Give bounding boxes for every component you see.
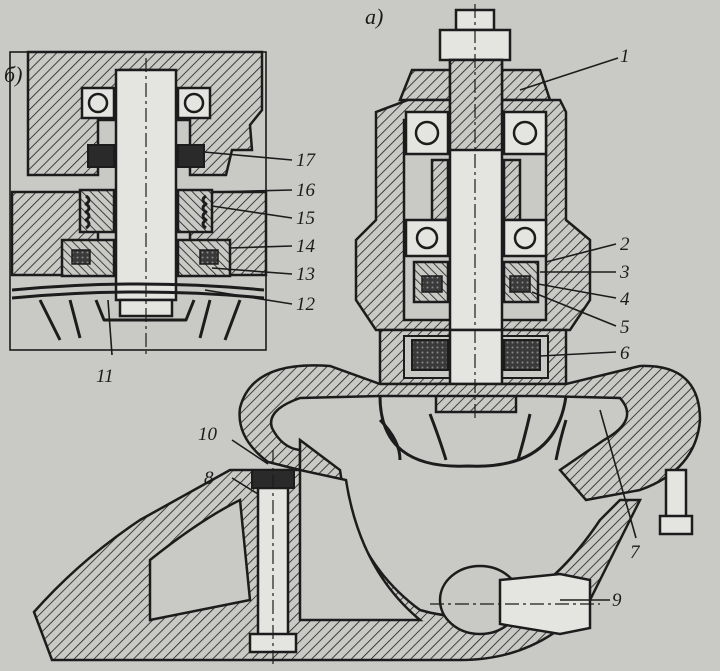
leader-7 bbox=[599, 409, 637, 539]
callout-4: 4 bbox=[620, 289, 630, 310]
leader-6 bbox=[539, 351, 617, 357]
view-a-packing-upper-left bbox=[421, 275, 443, 293]
view-b-impeller-blades bbox=[38, 299, 242, 341]
leader-12 bbox=[204, 289, 293, 305]
view-b-packing-right bbox=[199, 249, 219, 265]
callout-17: 17 bbox=[296, 150, 317, 171]
callout-15: 15 bbox=[296, 208, 315, 229]
leader-10 bbox=[231, 439, 269, 465]
callout-3: 3 bbox=[619, 262, 630, 283]
callout-12: 12 bbox=[296, 294, 316, 315]
view-a-upper-ball-right bbox=[512, 120, 538, 146]
callout-10: 10 bbox=[198, 424, 218, 445]
view-b-spring-left bbox=[84, 194, 91, 230]
view-a-upper-bearing-right bbox=[502, 110, 548, 156]
view-b-spring-right bbox=[201, 194, 208, 230]
view-b-seal-left bbox=[87, 144, 115, 168]
view-a-bolt-right-nut bbox=[658, 514, 694, 536]
leader-17 bbox=[203, 151, 293, 161]
view-label-a: a) bbox=[365, 4, 383, 29]
callout-11: 11 bbox=[96, 366, 114, 387]
callout-13: 13 bbox=[296, 264, 315, 285]
callout-5: 5 bbox=[620, 317, 630, 338]
callout-1: 1 bbox=[620, 46, 630, 67]
view-a-impeller-blades bbox=[378, 413, 568, 461]
leader-11 bbox=[107, 299, 113, 356]
callout-9: 9 bbox=[612, 590, 622, 611]
leader-2 bbox=[545, 243, 617, 263]
view-a-lower-ball-left bbox=[415, 226, 439, 250]
view-label-b: б) bbox=[4, 62, 22, 87]
view-b-bearing-ball-left bbox=[87, 92, 109, 114]
view-a-packing-6-left bbox=[411, 339, 449, 371]
leader-1 bbox=[519, 57, 619, 91]
callout-7: 7 bbox=[630, 542, 641, 563]
view-b-packing-left bbox=[71, 249, 91, 265]
leader-16 bbox=[211, 189, 293, 193]
callout-16: 16 bbox=[296, 180, 316, 201]
leader-13 bbox=[211, 267, 293, 275]
leader-4 bbox=[537, 283, 617, 299]
view-a-volute-casing bbox=[238, 364, 702, 502]
leader-14 bbox=[229, 245, 293, 249]
view-a-packing-6-right bbox=[503, 339, 541, 371]
view-a-upper-ball-left bbox=[414, 120, 440, 146]
view-a-suction-window bbox=[148, 498, 252, 622]
view-a-shaft-lower bbox=[448, 328, 504, 392]
view-b-section bbox=[9, 50, 293, 356]
view-a-sleeve-left bbox=[430, 158, 450, 222]
callout-8: 8 bbox=[204, 468, 214, 489]
callout-14: 14 bbox=[296, 236, 316, 257]
view-a-bolt-right bbox=[664, 468, 688, 522]
view-a-suction-cavity bbox=[298, 468, 424, 622]
view-a-packing-upper-right bbox=[509, 275, 531, 293]
leader-8 bbox=[231, 477, 259, 495]
view-b-impeller-hub bbox=[94, 299, 196, 322]
leader-5 bbox=[531, 291, 617, 327]
leader-15 bbox=[211, 205, 293, 219]
view-b-cover-line-2 bbox=[11, 290, 265, 300]
view-b-cover-line bbox=[11, 282, 265, 292]
view-a-shaft-top bbox=[448, 58, 504, 152]
view-a-outlet-pipe bbox=[498, 572, 592, 636]
view-a-lower-ball-right bbox=[513, 226, 537, 250]
view-a-section bbox=[32, 4, 702, 666]
view-a-impeller-shroud bbox=[378, 395, 568, 468]
view-b-gland-right bbox=[176, 238, 232, 278]
callout-6: 6 bbox=[620, 343, 630, 364]
view-b-seal-right bbox=[177, 144, 205, 168]
view-b-bearing-ball-right bbox=[183, 92, 205, 114]
view-a-sleeve-right bbox=[502, 158, 522, 222]
callout-2: 2 bbox=[620, 234, 630, 255]
